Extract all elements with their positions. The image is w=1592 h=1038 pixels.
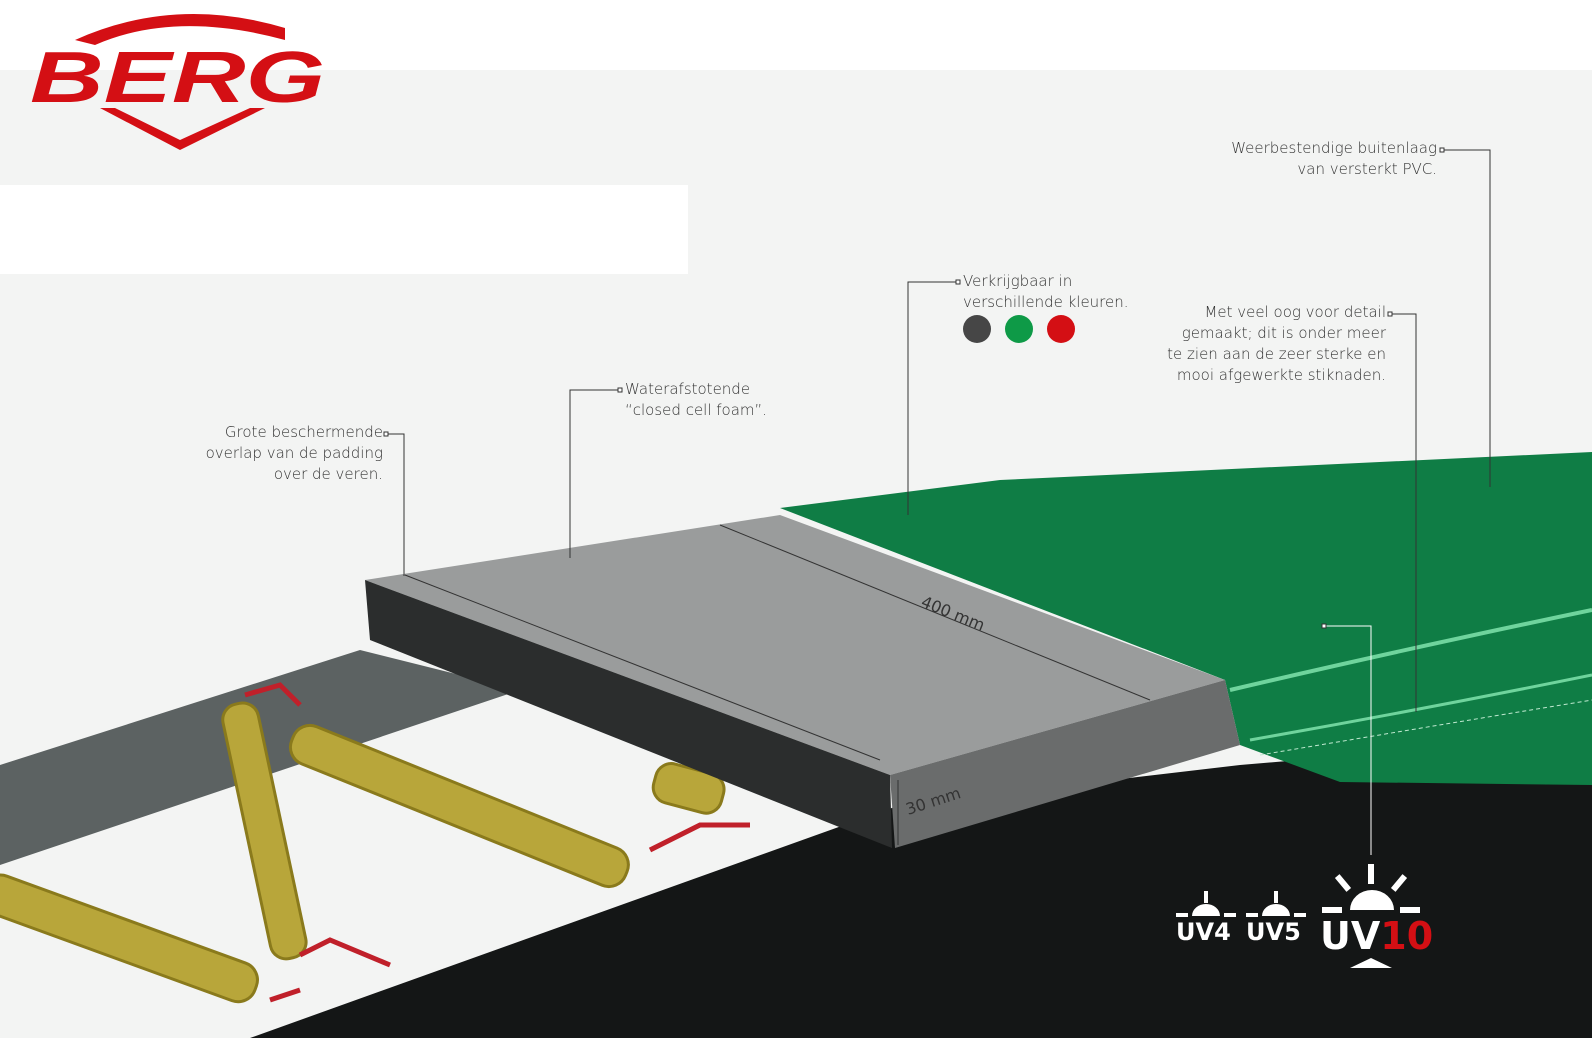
foam-front (365, 580, 892, 848)
annotation-line: over de veren. (273, 465, 383, 483)
annotation-line: Verkrijgbaar in (963, 272, 1073, 290)
annotation-line: verschillende kleuren. (963, 293, 1129, 311)
annotation-line: “closed cell foam”. (625, 401, 768, 419)
annotation-line: Waterafstotende (625, 380, 751, 398)
annotation-line: mooi afgewerkte stiknaden. (1176, 366, 1386, 384)
foam-annotation: Waterafstotende “closed cell foam”. (625, 379, 767, 421)
colors-annotation: Verkrijgbaar in verschillende kleuren. (963, 271, 1129, 313)
springs (0, 701, 726, 1004)
color-swatch-grey (963, 315, 991, 343)
annotation-line: Met veel oog voor detail (1204, 303, 1386, 321)
color-swatch-red (1047, 315, 1075, 343)
annotation-line: te zien aan de zeer sterke en (1167, 345, 1386, 363)
sun-icon-uv5 (1246, 891, 1306, 917)
detail-annotation: Met veel oog voor detail gemaakt; dit is… (1130, 302, 1386, 386)
uv10-label: UV10 (1320, 914, 1433, 958)
uv10-number: 10 (1380, 914, 1434, 958)
annotation-line: overlap van de padding (205, 444, 383, 462)
uv4-label: UV4 (1176, 918, 1231, 946)
color-swatch-green (1005, 315, 1033, 343)
spring-hooks (244, 682, 750, 1003)
jumping-mat (250, 735, 1592, 1038)
annotation-line: gemaakt; dit is onder meer (1181, 324, 1386, 342)
outer-layer-annotation: Weerbestendige buitenlaag van versterkt … (1180, 138, 1437, 180)
blank-banner (0, 185, 688, 274)
sun-icon-uv10 (1322, 864, 1420, 968)
uv5-label: UV5 (1246, 918, 1301, 946)
berg-logo: BERG (30, 14, 325, 150)
leader-lines (386, 149, 1491, 855)
annotation-line: Grote beschermende (224, 423, 383, 441)
foam-side (890, 680, 1240, 848)
overlap-annotation: Grote beschermende overlap van de paddin… (180, 422, 383, 485)
sun-icon-uv4 (1176, 891, 1236, 917)
annotation-line: Weerbestendige buitenlaag (1231, 139, 1437, 157)
svg-text:BERG: BERG (30, 38, 325, 118)
uv10-prefix: UV (1320, 914, 1381, 958)
annotation-line: van versterkt PVC. (1297, 160, 1437, 178)
foam-top (365, 515, 1225, 775)
pvc-cover (780, 452, 1592, 785)
